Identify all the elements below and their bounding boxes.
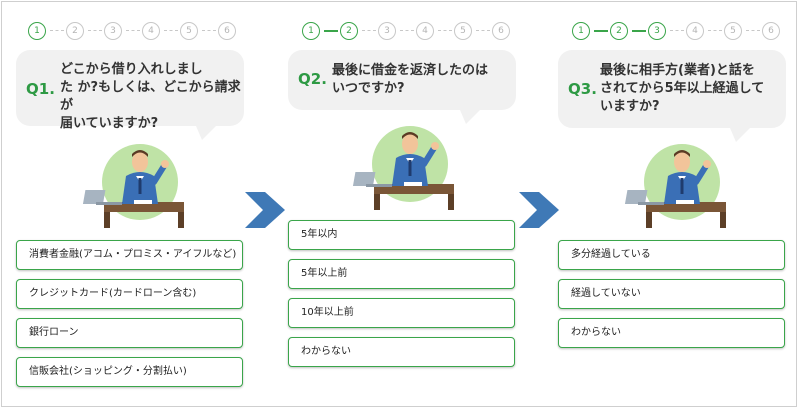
option-button[interactable]: わからない xyxy=(288,337,515,367)
question-bubble: Q3. 最後に相手方(業者)と話を されてから5年以上経過して いますか? xyxy=(558,50,786,128)
question-bubble: Q1. どこから借り入れしまし た か?もしくは、どこから請求が 届いていますか… xyxy=(16,50,244,131)
step-connector xyxy=(50,30,64,31)
step-1: 1 xyxy=(572,22,590,40)
option-button[interactable]: クレジットカード(カードローン含む) xyxy=(16,279,243,309)
question-text: どこから借り入れしまし た か?もしくは、どこから請求が 届いていますか? xyxy=(60,61,244,133)
question-panel-1: 1 2 3 4 5 6 Q1. どこから借り入れしまし た か?もしくは、どこか… xyxy=(14,0,254,410)
consultant-illustration xyxy=(624,144,726,228)
question-line: 最後に借金を返済したのは xyxy=(332,63,489,78)
step-3: 3 xyxy=(648,22,666,40)
bubble-tail xyxy=(196,126,216,140)
step-2: 2 xyxy=(340,22,358,40)
option-button[interactable]: 消費者金融(アコム・プロミス・アイフルなど) xyxy=(16,240,243,270)
step-connector xyxy=(400,30,414,31)
step-5: 5 xyxy=(724,22,742,40)
question-line: いつですか? xyxy=(332,81,405,96)
step-2: 2 xyxy=(66,22,84,40)
step-4: 4 xyxy=(686,22,704,40)
step-6: 6 xyxy=(218,22,236,40)
option-button[interactable]: 多分経過している xyxy=(558,240,785,270)
step-connector xyxy=(476,30,490,31)
step-4: 4 xyxy=(416,22,434,40)
step-connector xyxy=(126,30,140,31)
question-panel-3: 1 2 3 4 5 6 Q3. 最後に相手方(業者)と話を されてから5年以上経… xyxy=(558,0,798,410)
chevron-right-icon xyxy=(245,192,285,228)
step-3: 3 xyxy=(378,22,396,40)
bubble-tail xyxy=(460,110,480,124)
step-connector xyxy=(438,30,452,31)
step-connector xyxy=(324,30,338,32)
step-connector xyxy=(88,30,102,31)
option-button[interactable]: 経過していない xyxy=(558,279,785,309)
question-line: た か?もしくは、どこから請求が xyxy=(60,80,241,113)
step-1: 1 xyxy=(302,22,320,40)
step-connector xyxy=(164,30,178,31)
step-connector xyxy=(202,30,216,31)
question-label: Q2. xyxy=(298,70,327,88)
step-4: 4 xyxy=(142,22,160,40)
option-button[interactable]: 信販会社(ショッピング・分割払い) xyxy=(16,357,243,387)
step-5: 5 xyxy=(180,22,198,40)
step-indicator: 1 2 3 4 5 6 xyxy=(558,22,798,42)
step-indicator: 1 2 3 4 5 6 xyxy=(14,22,254,42)
step-1: 1 xyxy=(28,22,46,40)
option-button[interactable]: わからない xyxy=(558,318,785,348)
step-connector xyxy=(632,30,646,32)
question-line: 最後に相手方(業者)と話を xyxy=(600,63,755,78)
option-button[interactable]: 5年以内 xyxy=(288,220,515,250)
question-text: 最後に相手方(業者)と話を されてから5年以上経過して いますか? xyxy=(600,62,764,116)
question-line: 届いていますか? xyxy=(60,116,159,131)
bubble-tail xyxy=(730,128,750,142)
question-label: Q1. xyxy=(26,80,55,98)
step-connector xyxy=(708,30,722,31)
question-line: されてから5年以上経過して xyxy=(600,81,765,96)
option-button[interactable]: 10年以上前 xyxy=(288,298,515,328)
step-2: 2 xyxy=(610,22,628,40)
step-connector xyxy=(594,30,608,32)
step-connector xyxy=(670,30,684,31)
question-bubble: Q2. 最後に借金を返済したのは いつですか? xyxy=(288,50,516,110)
option-button[interactable]: 5年以上前 xyxy=(288,259,515,289)
step-6: 6 xyxy=(762,22,780,40)
step-5: 5 xyxy=(454,22,472,40)
step-3: 3 xyxy=(104,22,122,40)
option-button[interactable]: 銀行ローン xyxy=(16,318,243,348)
consultant-illustration xyxy=(352,126,454,210)
consultant-illustration xyxy=(82,144,184,228)
step-connector xyxy=(746,30,760,31)
question-panel-2: 1 2 3 4 5 6 Q2. 最後に借金を返済したのは いつですか? 5年以 xyxy=(288,0,528,410)
question-line: いますか? xyxy=(600,99,660,114)
question-text: 最後に借金を返済したのは いつですか? xyxy=(332,62,488,98)
question-label: Q3. xyxy=(568,80,597,98)
step-6: 6 xyxy=(492,22,510,40)
step-connector xyxy=(362,30,376,31)
step-indicator: 1 2 3 4 5 6 xyxy=(288,22,528,42)
question-line: どこから借り入れしまし xyxy=(60,62,203,77)
chevron-right-icon xyxy=(519,192,559,228)
